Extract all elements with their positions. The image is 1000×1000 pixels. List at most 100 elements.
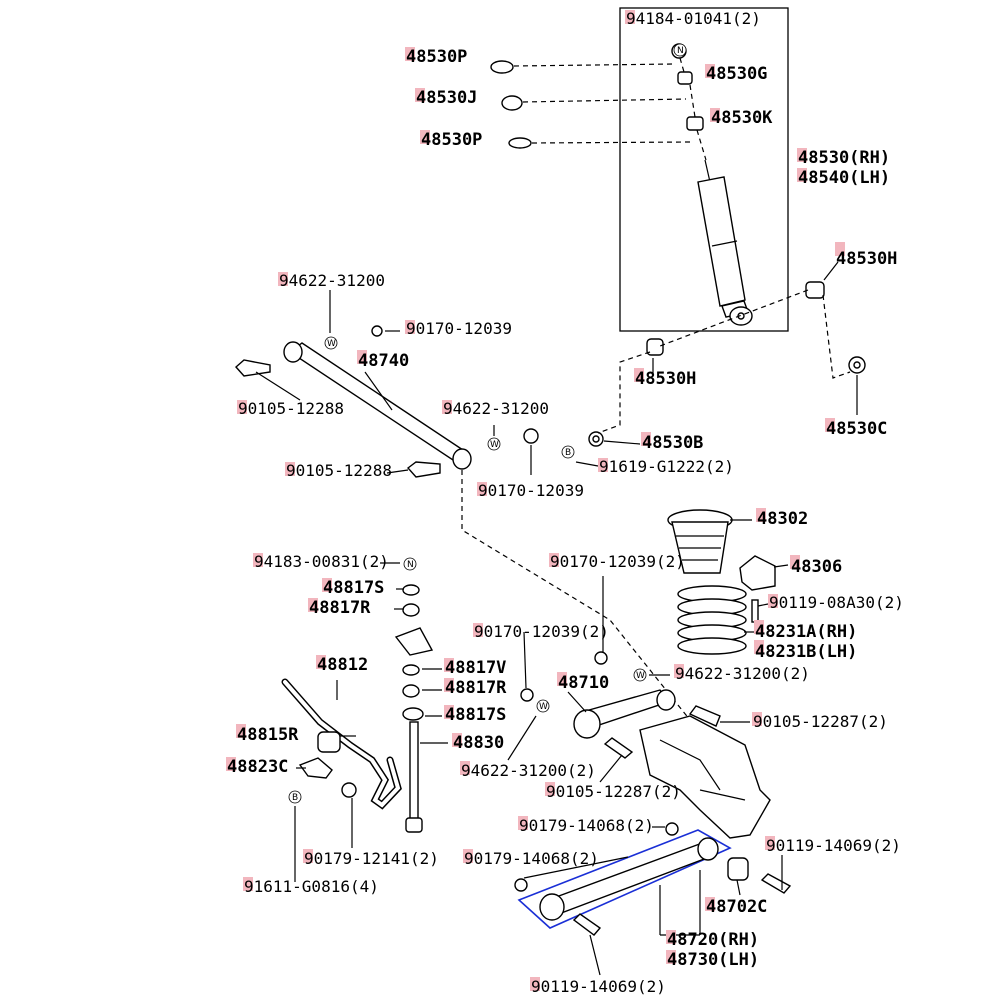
upper-arm-icon[interactable] bbox=[573, 689, 676, 739]
part-label-90119-14069-c[interactable]: 90119-14069(2) bbox=[531, 977, 666, 996]
part-label-48817s-a[interactable]: 48817S bbox=[323, 578, 384, 598]
part-label-90179-12141[interactable]: 90179-12141(2) bbox=[304, 849, 439, 868]
bolt-icon[interactable] bbox=[603, 737, 634, 759]
part-label-48530k[interactable]: 48530K bbox=[711, 108, 773, 128]
shock-absorber-icon[interactable] bbox=[697, 159, 753, 326]
bump-stopper-icon[interactable] bbox=[667, 509, 733, 574]
part-label-48730-lh[interactable]: 48730(LH) bbox=[667, 950, 759, 970]
part-label-90170-12039-b[interactable]: 90170-12039 bbox=[478, 481, 584, 500]
part-label-94184-01041[interactable]: 94184-01041(2) bbox=[626, 9, 761, 28]
part-label-90179-14068-a[interactable]: 90179-14068(2) bbox=[519, 816, 654, 835]
bushing-icon[interactable] bbox=[727, 857, 749, 881]
nut-icon[interactable] bbox=[520, 688, 534, 702]
axle-housing-icon[interactable] bbox=[639, 715, 771, 839]
part-label-48530p-b[interactable]: 48530P bbox=[421, 130, 482, 150]
badge-w: W bbox=[487, 437, 501, 451]
nut-icon[interactable] bbox=[848, 356, 866, 374]
coil-spring-icon[interactable] bbox=[677, 585, 747, 655]
bushing-icon[interactable] bbox=[402, 603, 420, 617]
part-label-90170-12039-a[interactable]: 90170-12039 bbox=[406, 319, 512, 338]
bracket-icon[interactable] bbox=[298, 757, 333, 779]
part-label-90170-12039-d[interactable]: 90170-12039(2) bbox=[474, 622, 609, 641]
part-label-90119-14069-b[interactable]: 90119-14069(2) bbox=[766, 836, 901, 855]
part-label-91611-g0816[interactable]: 91611-G0816(4) bbox=[244, 877, 379, 896]
part-label-48817r-a[interactable]: 48817R bbox=[309, 598, 371, 618]
part-label-48530b[interactable]: 48530B bbox=[642, 433, 703, 453]
upper-control-rod-icon[interactable] bbox=[283, 341, 472, 470]
part-label-48530h-b[interactable]: 48530H bbox=[635, 369, 696, 389]
label-markers bbox=[226, 10, 845, 991]
part-label-48812[interactable]: 48812 bbox=[317, 655, 368, 675]
svg-text:B: B bbox=[565, 448, 571, 458]
bushing-icon[interactable] bbox=[646, 338, 664, 356]
bushing-icon[interactable] bbox=[402, 707, 424, 721]
part-label-48815r[interactable]: 48815R bbox=[237, 725, 299, 745]
part-label-48817v[interactable]: 48817V bbox=[445, 658, 506, 678]
lower-control-arm-icon[interactable] bbox=[539, 837, 719, 921]
part-label-48720-rh[interactable]: 48720(RH) bbox=[667, 930, 759, 950]
stabilizer-bar-icon[interactable] bbox=[281, 678, 402, 810]
nut-icon[interactable] bbox=[523, 428, 539, 444]
part-label-90105-12288-a[interactable]: 90105-12288 bbox=[238, 399, 344, 418]
bushing-icon[interactable] bbox=[402, 664, 420, 676]
spring-insulator-icon[interactable] bbox=[739, 555, 776, 591]
part-label-94622-31200-c[interactable]: 94622-31200(2) bbox=[675, 664, 810, 683]
part-label-48540-lh[interactable]: 48540(LH) bbox=[798, 168, 890, 188]
badge-n: N bbox=[673, 43, 687, 57]
part-label-48530p-a[interactable]: 48530P bbox=[406, 47, 467, 67]
bushing-icon[interactable] bbox=[686, 116, 704, 131]
part-label-94622-31200-d[interactable]: 94622-31200(2) bbox=[461, 761, 596, 780]
bolt-icon[interactable] bbox=[572, 913, 602, 936]
part-label-48830[interactable]: 48830 bbox=[453, 733, 504, 753]
badge-w: W bbox=[633, 668, 647, 682]
washer-icon[interactable] bbox=[501, 95, 523, 111]
part-label-94622-31200-a[interactable]: 94622-31200 bbox=[279, 271, 385, 290]
part-label-48530c[interactable]: 48530C bbox=[826, 419, 887, 439]
part-label-48702c[interactable]: 48702C bbox=[706, 897, 767, 917]
part-label-90105-12288-b[interactable]: 90105-12288 bbox=[286, 461, 392, 480]
part-label-48740[interactable]: 48740 bbox=[358, 351, 409, 371]
washer-icon[interactable] bbox=[508, 137, 532, 149]
badge-w: W bbox=[536, 699, 550, 713]
part-label-48231b-lh[interactable]: 48231B(LH) bbox=[755, 642, 857, 662]
part-label-48530g[interactable]: 48530G bbox=[706, 64, 767, 84]
bushing-icon[interactable] bbox=[402, 684, 420, 698]
part-label-90170-12039-c[interactable]: 90170-12039(2) bbox=[550, 552, 685, 571]
part-label-90179-14068-c[interactable]: 90179-14068(2) bbox=[464, 849, 599, 868]
part-label-91619-g1222[interactable]: 91619-G1222(2) bbox=[599, 457, 734, 476]
stabilizer-link-icon[interactable] bbox=[405, 721, 423, 833]
part-label-48823c[interactable]: 48823C bbox=[227, 757, 288, 777]
part-label-48231a-rh[interactable]: 48231A(RH) bbox=[755, 622, 857, 642]
nut-icon[interactable] bbox=[594, 651, 608, 665]
part-label-90105-12287-c[interactable]: 90105-12287(2) bbox=[753, 712, 888, 731]
nut-icon[interactable] bbox=[371, 325, 383, 337]
bolt-icon[interactable] bbox=[760, 873, 792, 894]
part-label-48817r-b[interactable]: 48817R bbox=[445, 678, 507, 698]
part-label-48306[interactable]: 48306 bbox=[791, 557, 842, 577]
bolt-icon[interactable] bbox=[751, 599, 759, 623]
part-label-48530j[interactable]: 48530J bbox=[416, 88, 477, 108]
washer-icon[interactable] bbox=[490, 60, 514, 74]
bolt-icon[interactable] bbox=[406, 461, 441, 478]
nut-icon[interactable] bbox=[514, 878, 528, 892]
part-label-90119-08a30[interactable]: 90119-08A30(2) bbox=[769, 593, 904, 612]
nut-icon[interactable] bbox=[588, 431, 604, 447]
nut-icon[interactable] bbox=[665, 822, 679, 836]
stabilizer-bushing-icon[interactable] bbox=[317, 731, 341, 753]
bolt-icon[interactable] bbox=[688, 705, 721, 727]
bushing-icon[interactable] bbox=[677, 71, 693, 85]
part-label-48302[interactable]: 48302 bbox=[757, 509, 808, 529]
part-label-94622-31200-b[interactable]: 94622-31200 bbox=[443, 399, 549, 418]
part-label-48710[interactable]: 48710 bbox=[558, 673, 609, 693]
part-label-48817s-b[interactable]: 48817S bbox=[445, 705, 506, 725]
part-label-94183-00831[interactable]: 94183-00831(2) bbox=[254, 552, 389, 571]
part-label-48530h-a[interactable]: 48530H bbox=[836, 249, 897, 269]
bracket-icon[interactable] bbox=[394, 627, 434, 656]
bushing-icon[interactable] bbox=[805, 281, 825, 299]
svg-text:W: W bbox=[490, 440, 499, 450]
bolt-icon[interactable] bbox=[235, 359, 271, 377]
part-label-90105-12287-d[interactable]: 90105-12287(2) bbox=[546, 782, 681, 801]
bushing-icon[interactable] bbox=[402, 584, 420, 596]
part-label-48530-rh[interactable]: 48530(RH) bbox=[798, 148, 890, 168]
nut-icon[interactable] bbox=[341, 782, 357, 798]
